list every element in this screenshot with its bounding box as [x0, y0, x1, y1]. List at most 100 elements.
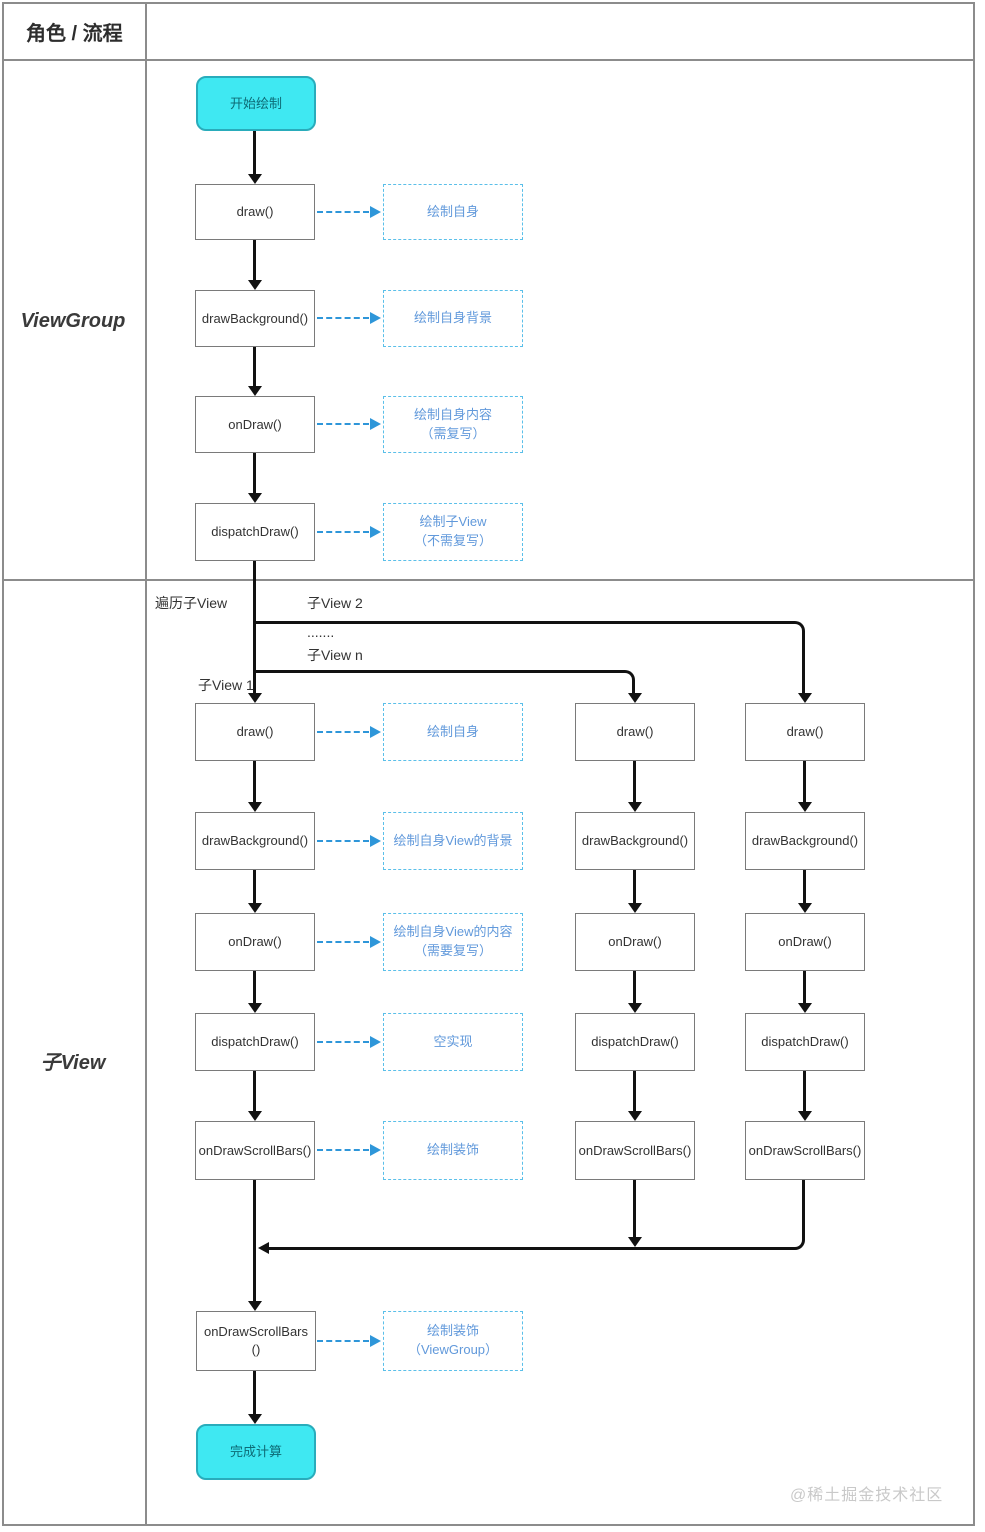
branch-line-childview2 [254, 621, 805, 693]
flow-line [633, 761, 636, 802]
note-sv1-dispatchdraw: 空实现 [383, 1013, 523, 1071]
node-vg-drawbackground: drawBackground() [195, 290, 315, 347]
flow-line [633, 1180, 636, 1237]
flow-line [253, 131, 256, 174]
note-arrow-line [317, 1149, 369, 1151]
flow-arrowhead [248, 693, 262, 703]
flow-arrowhead [628, 802, 642, 812]
node-sv1-drawbackground: drawBackground() [195, 812, 315, 870]
flow-arrowhead [248, 174, 262, 184]
node-sv3-draw: draw() [745, 703, 865, 761]
note-arrow-line [317, 531, 369, 533]
flow-arrowhead [798, 802, 812, 812]
flow-line [253, 453, 256, 493]
flow-line [803, 870, 806, 903]
node-sv1-draw: draw() [195, 703, 315, 761]
flow-arrowhead [628, 903, 642, 913]
table-header-title: 角色 / 流程 [26, 23, 123, 45]
flow-arrowhead [798, 1111, 812, 1121]
node-sv1-ondrawscrollbars: onDrawScrollBars() [195, 1121, 315, 1180]
note-sv1-ondraw: 绘制自身View的内容 （需要复写） [383, 913, 523, 971]
watermark: @稀土掘金技术社区 [790, 1487, 944, 1504]
label-dots: ....... [307, 624, 335, 640]
note-final-ondrawscrollbars: 绘制装饰 （ViewGroup） [383, 1311, 523, 1371]
node-vg-dispatchdraw: dispatchDraw() [195, 503, 315, 561]
flow-line [253, 1071, 256, 1111]
flow-line-main [253, 1180, 256, 1301]
flow-arrowhead [628, 693, 642, 703]
note-arrow-line [317, 731, 369, 733]
flow-line [633, 870, 636, 903]
flow-line [633, 1071, 636, 1111]
node-vg-draw: draw() [195, 184, 315, 240]
node-sv3-ondrawscrollbars: onDrawScrollBars() [745, 1121, 865, 1180]
flow-arrowhead [248, 493, 262, 503]
branch-line-childviewn [254, 670, 635, 693]
note-arrow-line [317, 840, 369, 842]
note-arrowhead [370, 206, 381, 218]
lane-divider-vertical [145, 2, 147, 1526]
note-arrow-line [317, 317, 369, 319]
flow-arrowhead [628, 1237, 642, 1247]
flow-line [803, 971, 806, 1003]
flow-line [253, 1371, 256, 1414]
note-arrowhead [370, 726, 381, 738]
note-vg-dispatchdraw: 绘制子View （不需复写） [383, 503, 523, 561]
flow-arrowhead [248, 1414, 262, 1424]
node-sv2-ondrawscrollbars: onDrawScrollBars() [575, 1121, 695, 1180]
flow-line [253, 971, 256, 1003]
flow-arrowhead [248, 386, 262, 396]
node-sv3-dispatchdraw: dispatchDraw() [745, 1013, 865, 1071]
lane-label-viewgroup: ViewGroup [20, 310, 126, 332]
flow-line [253, 761, 256, 802]
flow-line [803, 761, 806, 802]
note-arrow-line [317, 423, 369, 425]
node-sv1-dispatchdraw: dispatchDraw() [195, 1013, 315, 1071]
flow-arrowhead [628, 1111, 642, 1121]
flow-arrowhead [628, 1003, 642, 1013]
flow-line [253, 240, 256, 280]
flow-line [253, 870, 256, 903]
note-arrow-line [317, 211, 369, 213]
node-vg-ondraw: onDraw() [195, 396, 315, 453]
note-arrow-line [317, 941, 369, 943]
note-arrowhead [370, 418, 381, 430]
label-childview-1: 子View 1 [198, 677, 254, 693]
note-arrowhead [370, 1335, 381, 1347]
label-childview-n: 子View n [307, 647, 363, 663]
note-arrow-line [317, 1340, 369, 1342]
flow-arrowhead [248, 802, 262, 812]
note-vg-drawbackground: 绘制自身背景 [383, 290, 523, 347]
note-sv1-draw: 绘制自身 [383, 703, 523, 761]
note-arrowhead [370, 312, 381, 324]
note-vg-ondraw: 绘制自身内容 （需复写） [383, 396, 523, 453]
node-sv3-drawbackground: drawBackground() [745, 812, 865, 870]
node-sv2-dispatchdraw: dispatchDraw() [575, 1013, 695, 1071]
flow-arrowhead [798, 1003, 812, 1013]
note-sv1-ondrawscrollbars: 绘制装饰 [383, 1121, 523, 1180]
note-vg-draw: 绘制自身 [383, 184, 523, 240]
flow-arrowhead [248, 1301, 262, 1311]
flow-line [633, 971, 636, 1003]
flow-arrowhead [248, 903, 262, 913]
node-start: 开始绘制 [196, 76, 316, 131]
flow-arrowhead [798, 693, 812, 703]
node-sv2-drawbackground: drawBackground() [575, 812, 695, 870]
header-divider [2, 59, 975, 61]
node-sv3-ondraw: onDraw() [745, 913, 865, 971]
note-arrowhead [370, 936, 381, 948]
note-arrow-line [317, 1041, 369, 1043]
node-sv2-draw: draw() [575, 703, 695, 761]
node-final-ondrawscrollbars: onDrawScrollBars () [196, 1311, 316, 1371]
lane-label-subview: 子View [40, 1052, 106, 1074]
flow-arrowhead [248, 1111, 262, 1121]
node-sv2-ondraw: onDraw() [575, 913, 695, 971]
merge-arrowhead-left [258, 1242, 269, 1254]
flow-arrowhead [248, 1003, 262, 1013]
note-arrowhead [370, 1144, 381, 1156]
note-arrowhead [370, 835, 381, 847]
label-childview-2: 子View 2 [307, 595, 363, 611]
label-iterate-children: 遍历子View [155, 595, 228, 611]
